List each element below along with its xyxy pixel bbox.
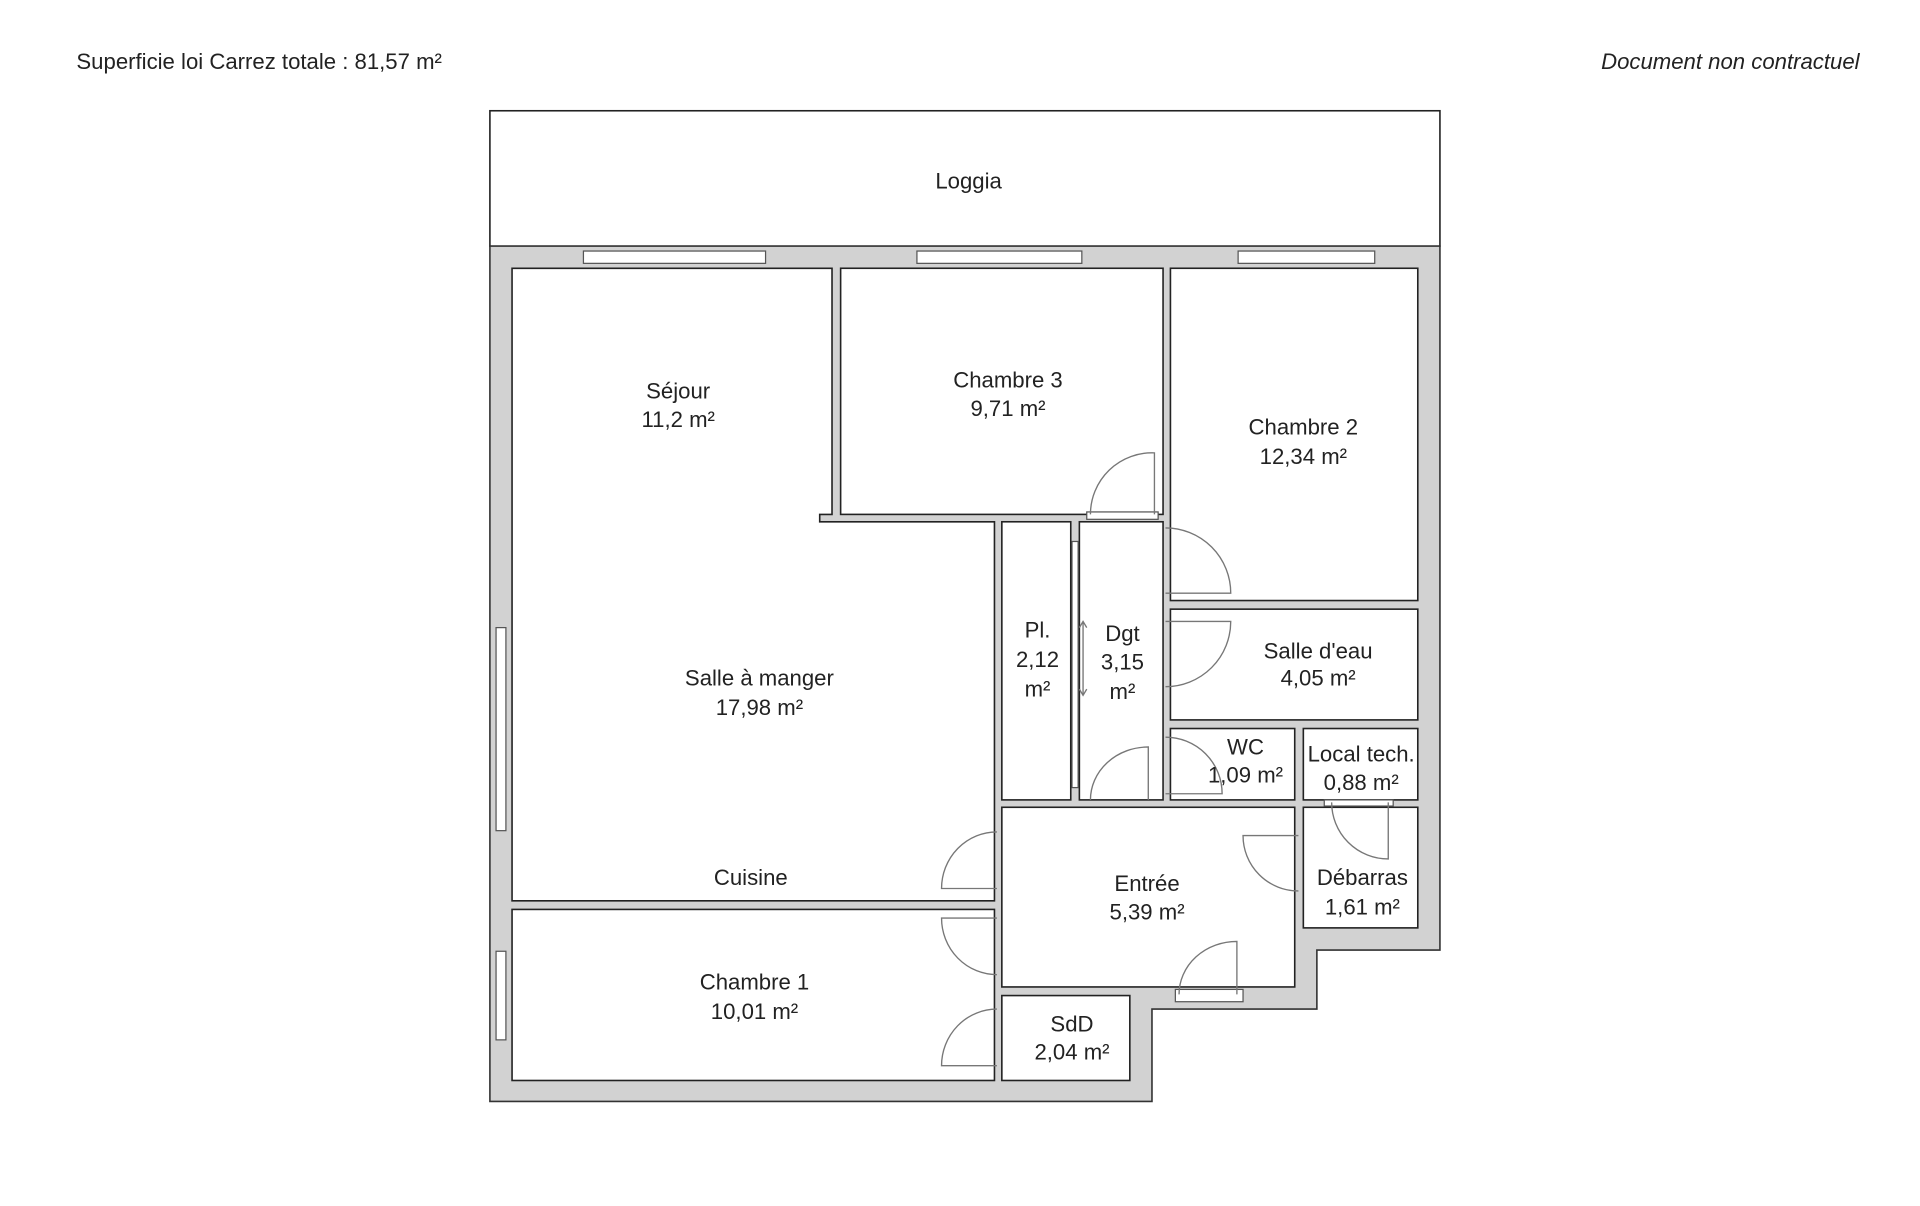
local-tech-name: Local tech. bbox=[1308, 742, 1415, 767]
door-wc bbox=[1165, 736, 1223, 795]
placard bbox=[1001, 520, 1072, 801]
entree-area: 5,39 m² bbox=[1110, 899, 1185, 924]
door-chambre-2 bbox=[1165, 527, 1232, 594]
door-debarras bbox=[1330, 802, 1389, 860]
window bbox=[495, 950, 507, 1041]
degagement-area-value: 3,15 bbox=[1101, 649, 1144, 674]
debarras bbox=[1302, 806, 1419, 929]
windows bbox=[495, 250, 1394, 1041]
chambre-2-name: Chambre 2 bbox=[1249, 414, 1359, 439]
degagement-name: Dgt bbox=[1105, 621, 1139, 646]
door-chambre-3 bbox=[1089, 452, 1156, 515]
window bbox=[916, 250, 1083, 264]
sliding-door bbox=[1071, 540, 1079, 789]
placard-area-value: 2,12 bbox=[1016, 647, 1059, 672]
chambre-1-name: Chambre 1 bbox=[700, 969, 810, 994]
door-entrance bbox=[1178, 940, 1238, 995]
doors bbox=[940, 452, 1389, 1067]
debarras-name: Débarras bbox=[1317, 865, 1408, 890]
sdd bbox=[1001, 994, 1131, 1082]
window bbox=[1174, 988, 1244, 1003]
wc-name: WC bbox=[1227, 734, 1264, 759]
window bbox=[495, 626, 507, 832]
wc bbox=[1169, 727, 1296, 801]
placard-area-unit: m² bbox=[1025, 677, 1051, 702]
door-chambre-1 bbox=[940, 917, 997, 976]
local-tech-area: 0,88 m² bbox=[1324, 770, 1399, 795]
chambre-2-area: 12,34 m² bbox=[1260, 444, 1347, 469]
salle-deau-area: 4,05 m² bbox=[1281, 665, 1356, 690]
sdd-name: SdD bbox=[1050, 1011, 1093, 1036]
total-area-label: Superficie loi Carrez totale : 81,57 m² bbox=[76, 49, 441, 74]
sejour-salle-a-manger bbox=[511, 267, 996, 902]
loggia bbox=[489, 109, 1441, 247]
disclaimer-label: Document non contractuel bbox=[1601, 49, 1861, 74]
door-frame bbox=[1323, 799, 1394, 807]
wc-area: 1,09 m² bbox=[1208, 763, 1283, 788]
cuisine-name: Cuisine bbox=[714, 865, 788, 890]
door-cuisine bbox=[940, 831, 997, 890]
salle-deau-name: Salle d'eau bbox=[1264, 638, 1373, 663]
door-frame bbox=[1086, 511, 1159, 520]
sliding-arrow-icon bbox=[1078, 620, 1088, 697]
salle-a-manger-area: 17,98 m² bbox=[716, 695, 803, 720]
door-entree-debarras bbox=[1242, 834, 1299, 892]
debarras-area: 1,61 m² bbox=[1325, 894, 1400, 919]
chambre-1-area: 10,01 m² bbox=[711, 999, 798, 1024]
salle-deau bbox=[1169, 608, 1419, 721]
door-salle-deau bbox=[1165, 620, 1232, 688]
chambre-3 bbox=[839, 267, 1164, 516]
placard-name: Pl. bbox=[1025, 617, 1051, 642]
door-sdd bbox=[940, 1008, 997, 1067]
loggia-label: Loggia bbox=[935, 168, 1002, 193]
chambre-2 bbox=[1169, 267, 1419, 602]
window bbox=[1237, 250, 1376, 264]
window bbox=[582, 250, 767, 264]
chambre-1 bbox=[511, 908, 996, 1082]
door-degagement bbox=[1089, 746, 1149, 800]
chambre-3-name: Chambre 3 bbox=[953, 368, 1063, 393]
local-tech bbox=[1302, 727, 1419, 801]
sejour-name: Séjour bbox=[646, 379, 710, 404]
salle-a-manger-name: Salle à manger bbox=[685, 665, 834, 690]
entree bbox=[1001, 806, 1296, 988]
degagement-area-unit: m² bbox=[1110, 679, 1136, 704]
entree-name: Entrée bbox=[1114, 871, 1179, 896]
chambre-3-area: 9,71 m² bbox=[970, 396, 1045, 421]
sejour-area: 11,2 m² bbox=[641, 407, 714, 432]
sdd-area: 2,04 m² bbox=[1034, 1040, 1109, 1065]
